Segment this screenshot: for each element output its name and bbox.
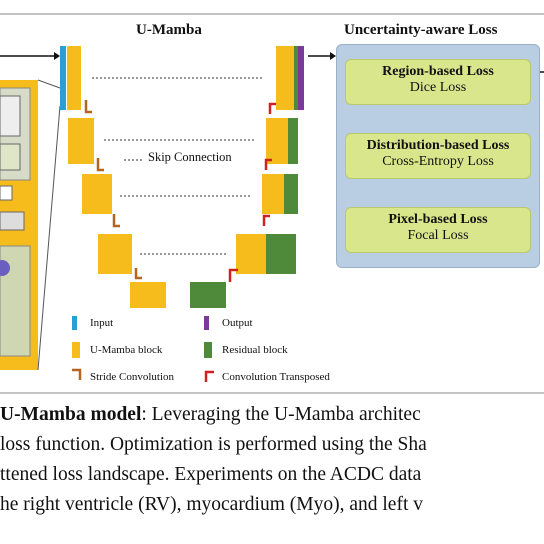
region-loss-title: Region-based Loss — [382, 64, 494, 79]
distribution-loss-name: Cross-Entropy Loss — [382, 154, 494, 169]
decoder-block-3 — [262, 174, 284, 214]
left-panel-partial — [0, 79, 61, 371]
pixel-loss-title: Pixel-based Loss — [388, 212, 488, 227]
caption-line-1-text: : Leveraging the U-Mamba architec — [141, 404, 421, 425]
decoder-residual-2 — [288, 118, 298, 164]
conv-transposed-arrow-2 — [262, 214, 270, 226]
conv-transposed-arrows — [228, 102, 276, 282]
left-panel-connector-1 — [37, 79, 61, 89]
caption-line-1: U-Mamba model: Leveraging the U-Mamba ar… — [0, 400, 544, 430]
legend-conv-transposed-icon — [204, 370, 214, 382]
legend-output-label: Output — [222, 317, 253, 329]
legend-umamba-label: U-Mamba block — [90, 344, 163, 356]
caption-bold-title: U-Mamba model — [0, 404, 142, 425]
pixel-loss-box: Pixel-based Loss Focal Loss — [345, 207, 531, 253]
distribution-loss-title: Distribution-based Loss — [366, 138, 510, 153]
caption-line-4: he right ventricle (RV), myocardium (Myo… — [0, 494, 423, 515]
uncertainty-loss-panel: Region-based Loss Dice Loss Distribution… — [336, 44, 540, 268]
skip-connections — [92, 77, 262, 255]
input-block — [60, 46, 66, 110]
stride-conv-arrow-4 — [134, 268, 142, 280]
legend-stride-conv-icon — [72, 368, 82, 380]
encoder-block-2 — [68, 118, 94, 164]
stride-conv-arrows — [84, 100, 142, 280]
caption-line-2: loss function. Optimization is performed… — [0, 434, 427, 455]
left-panel-connector-2 — [37, 105, 61, 371]
diagram-graphics — [0, 13, 544, 394]
skip-connection-label: Skip Connection — [124, 150, 232, 165]
legend-umamba-swatch — [72, 342, 80, 358]
legend-input-label: Input — [90, 317, 114, 329]
region-loss-name: Dice Loss — [409, 80, 467, 95]
figure-diagram: U-Mamba Uncertainty-aware Loss Skip Conn… — [0, 13, 544, 394]
legend-residual-label: Residual block — [222, 344, 288, 356]
conv-transposed-arrow-1 — [228, 268, 238, 282]
conv-transposed-arrow-3 — [264, 158, 272, 170]
stride-conv-arrow-3 — [112, 214, 120, 228]
region-loss-box: Region-based Loss Dice Loss — [345, 59, 531, 105]
legend-input-swatch — [72, 316, 77, 330]
figure-caption: U-Mamba model: Leveraging the U-Mamba ar… — [0, 400, 544, 520]
conv-transposed-arrow-4 — [268, 102, 276, 114]
encoder-block-1 — [67, 46, 81, 110]
encoder-block-4 — [98, 234, 132, 274]
decoder-block-1 — [276, 46, 294, 110]
left-panel-inner-2 — [0, 143, 21, 171]
decoder-block-4 — [236, 234, 266, 274]
input-arrow-head — [54, 52, 60, 60]
left-panel-circle — [0, 260, 10, 276]
output-arrow-head — [330, 52, 336, 60]
loss-title: Uncertainty-aware Loss — [344, 22, 498, 38]
left-panel-inner-3 — [0, 185, 13, 201]
legend-conv-transposed-label: Convolution Transposed — [222, 371, 330, 383]
decoder-residual-3 — [284, 174, 298, 214]
umamba-title: U-Mamba — [136, 22, 202, 38]
decoder-residual-4 — [266, 234, 296, 274]
stride-conv-arrow-2 — [96, 158, 104, 172]
distribution-loss-box: Distribution-based Loss Cross-Entropy Lo… — [345, 133, 531, 179]
output-block — [298, 46, 304, 110]
legend-stride-conv-label: Stride Convolution — [90, 371, 175, 383]
stride-conv-arrow-1 — [84, 100, 92, 114]
bottleneck-residual-block — [190, 282, 226, 308]
left-panel-inner-4 — [0, 211, 25, 231]
encoder-block-3 — [82, 174, 112, 214]
legend-residual-swatch — [204, 342, 212, 358]
decoder-residual-1 — [294, 46, 298, 110]
pixel-loss-name: Focal Loss — [407, 228, 469, 243]
caption-line-3: ttened loss landscape. Experiments on th… — [0, 464, 422, 485]
legend-output-swatch — [204, 316, 209, 330]
bottleneck-umamba-block — [130, 282, 166, 308]
decoder-block-2 — [266, 118, 288, 164]
left-panel-inner-1 — [0, 95, 21, 137]
skip-connection-text: Skip Connection — [148, 150, 232, 164]
